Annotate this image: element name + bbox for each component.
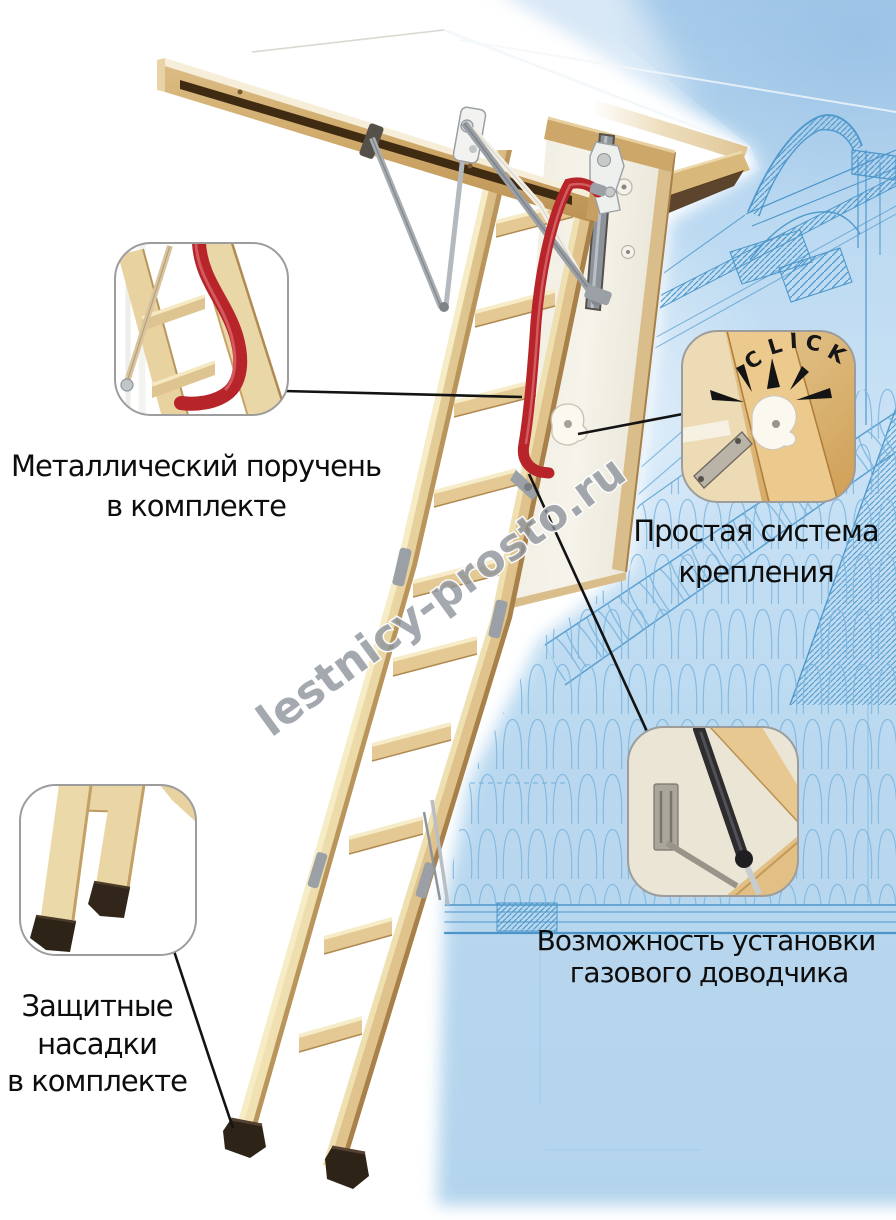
door-fittings [615,178,636,260]
ladder-feet [223,1117,369,1189]
leader-click [577,411,689,436]
ceiling-edge-line [443,28,751,150]
leader-gas-strut [527,473,652,739]
label-feet-line3: в комплекте [7,1064,187,1098]
ceiling-far-edge [251,29,445,53]
label-fastening-line1: Простая система [633,514,878,548]
svg-text:I: I [789,329,798,353]
label-gas-line2: газового доводчика [570,956,849,989]
labels: Металлический поручень в комплекте Прост… [7,449,880,1098]
inset-click: C L I C K [681,329,856,503]
label-feet-line2: насадки [37,1027,157,1061]
ladder-treads [298,200,574,1053]
hatch-frame-far [592,100,748,161]
label-handrail-line2: в комплекте [106,489,286,523]
ladder-right-stringer [323,195,600,1165]
svg-text:C: C [803,330,823,357]
handrail [517,177,607,479]
label-handrail-line1: Металлический поручень [11,449,381,483]
label-feet-line1: Защитные [21,989,172,1023]
ladder-hinges [307,547,508,906]
label-gas-line1: Возможность установки [537,924,876,957]
svg-text:L: L [765,333,785,360]
leader-lines [170,389,689,1129]
ladder [223,150,600,1189]
leader-feet [170,944,235,1129]
leader-handrail [283,389,523,399]
fold-arm-right [461,120,612,306]
label-fastening-line2: крепления [678,555,833,589]
ladder-left-stringer [234,150,512,1136]
inset-feet [19,784,197,956]
inset-handrail [114,242,289,416]
inset-gas-strut [627,726,799,897]
pull-cord [459,39,896,113]
